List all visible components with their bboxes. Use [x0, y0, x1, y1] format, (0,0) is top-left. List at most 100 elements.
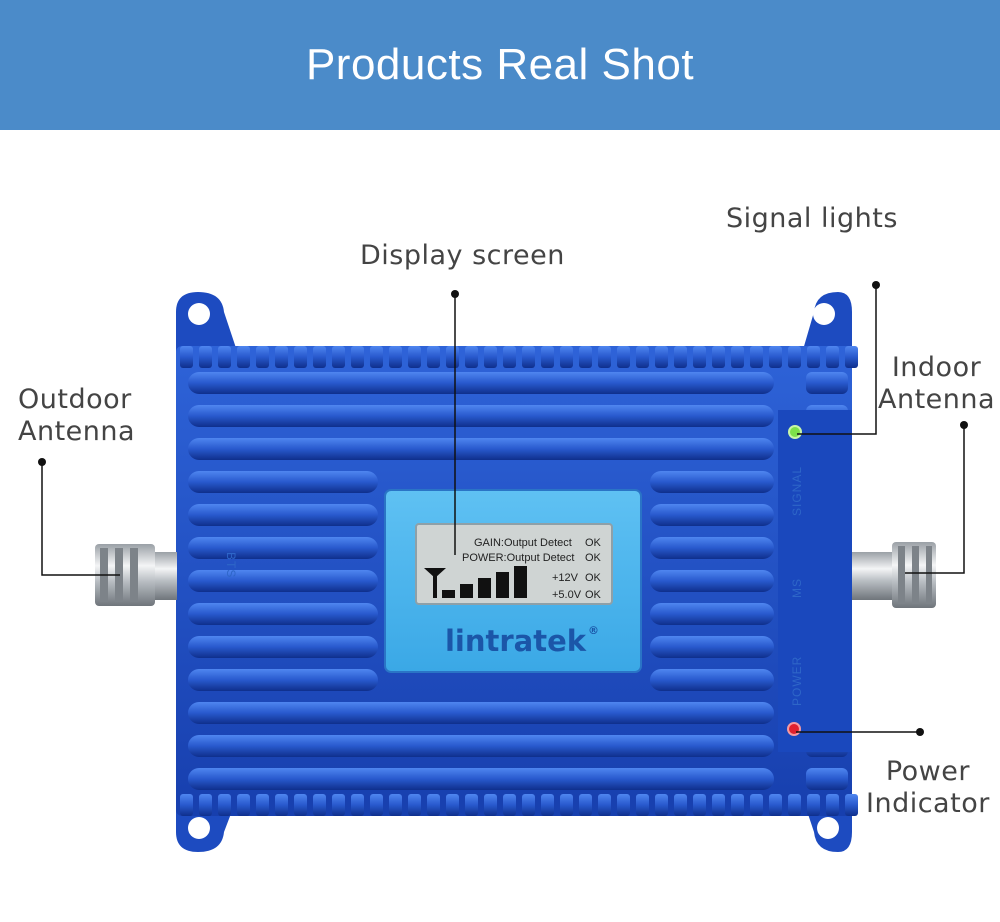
heatsink-tooth: [617, 794, 630, 816]
panel-label-bts: BTS: [224, 552, 238, 579]
heatsink-fin: [806, 372, 848, 394]
lcd-12v-status: OK: [585, 572, 601, 584]
heatsink-tooth: [446, 794, 459, 816]
heatsink-fin: [650, 603, 774, 625]
heatsink-tooth: [256, 346, 269, 368]
heatsink-fin: [650, 537, 774, 559]
heatsink-fin: [188, 438, 774, 460]
lcd-power-status: OK: [585, 552, 601, 564]
heatsink-tooth: [332, 794, 345, 816]
panel-label-signal: SIGNAL: [790, 465, 804, 516]
heatsink-tooth: [408, 794, 421, 816]
title-banner: Products Real Shot: [0, 0, 1000, 130]
heatsink-tooth: [427, 346, 440, 368]
panel-label-ms: MS: [790, 578, 804, 598]
signal-bar: [460, 584, 473, 598]
heatsink-tooth: [503, 794, 516, 816]
heatsink-tooth: [807, 794, 820, 816]
heatsink-tooth: [180, 794, 193, 816]
heatsink-fin: [188, 405, 774, 427]
heatsink-tooth: [256, 794, 269, 816]
lcd-power-label: POWER:Output Detect: [462, 552, 575, 564]
heatsink-tooth: [446, 346, 459, 368]
indicator-panel: [778, 410, 852, 752]
heatsink-fin: [188, 504, 378, 526]
panel-label-power: POWER: [790, 655, 804, 706]
heatsink-fin: [650, 570, 774, 592]
antenna-icon: [424, 568, 446, 598]
indoor-antenna-label-line2: Antenna: [878, 384, 996, 415]
heatsink-tooth: [313, 346, 326, 368]
outdoor-antenna-label-line1: Outdoor: [18, 384, 132, 415]
indoor-antenna-connector: [852, 542, 936, 608]
heatsink-tooth: [351, 794, 364, 816]
heatsink-tooth: [807, 346, 820, 368]
outdoor-antenna-label-line2: Antenna: [18, 416, 136, 447]
heatsink-tooth: [313, 794, 326, 816]
heatsink-fin: [188, 471, 378, 493]
display-screen-label: Display screen: [360, 240, 565, 271]
heatsink-fin: [188, 537, 378, 559]
heatsink-tooth: [218, 794, 231, 816]
heatsink-tooth: [541, 794, 554, 816]
power-indicator-label-line2: Indicator: [866, 788, 990, 819]
heatsink-tooth: [636, 794, 649, 816]
heatsink-tooth: [731, 346, 744, 368]
heatsink-fin: [188, 603, 378, 625]
heatsink-tooth: [826, 794, 839, 816]
lcd-12v-label: +12V: [552, 572, 578, 584]
heatsink-tooth: [465, 346, 478, 368]
heatsink-tooth: [541, 346, 554, 368]
heatsink-fin: [650, 669, 774, 691]
heatsink-tooth: [370, 346, 383, 368]
brand-name: lintratek: [444, 624, 587, 658]
heatsink-tooth: [598, 794, 611, 816]
heatsink-teeth: [180, 346, 858, 816]
heatsink-fin: [188, 768, 774, 790]
lcd-gain-status: OK: [585, 537, 601, 549]
signal-bar: [496, 572, 509, 598]
heatsink-tooth: [788, 794, 801, 816]
heatsink-tooth: [598, 346, 611, 368]
heatsink-tooth: [237, 346, 250, 368]
heatsink-fin: [650, 471, 774, 493]
heatsink-tooth: [560, 794, 573, 816]
signal-bar: [478, 578, 491, 598]
heatsink-fin: [188, 636, 378, 658]
heatsink-tooth: [750, 346, 763, 368]
heatsink-tooth: [712, 794, 725, 816]
heatsink-tooth: [560, 346, 573, 368]
heatsink-fin: [650, 504, 774, 526]
heatsink-tooth: [237, 794, 250, 816]
signal-lights-label: Signal lights: [726, 203, 898, 234]
heatsink-fin: [188, 570, 378, 592]
heatsink-tooth: [503, 346, 516, 368]
signal-bar: [514, 566, 527, 598]
brand-logo: lintratek®: [441, 624, 603, 658]
heatsink-tooth: [484, 794, 497, 816]
power-indicator-label-line1: Power: [885, 756, 970, 787]
heatsink-tooth: [389, 346, 402, 368]
heatsink-tooth: [617, 346, 630, 368]
heatsink-tooth: [199, 794, 212, 816]
power-led: [787, 722, 801, 736]
power-indicator-label: Power Indicator: [866, 756, 990, 820]
heatsink-fin: [188, 372, 774, 394]
heatsink-tooth: [693, 346, 706, 368]
heatsink-tooth: [199, 346, 212, 368]
heatsink-tooth: [332, 346, 345, 368]
heatsink-tooth: [408, 346, 421, 368]
signal-led: [788, 425, 802, 439]
banner-title: Products Real Shot: [305, 40, 695, 89]
heatsink-tooth: [370, 794, 383, 816]
heatsink-tooth: [769, 794, 782, 816]
heatsink-tooth: [674, 346, 687, 368]
heatsink-tooth: [579, 346, 592, 368]
outdoor-antenna-label: Outdoor Antenna: [18, 384, 135, 448]
heatsink-tooth: [674, 794, 687, 816]
indoor-antenna-label: Indoor Antenna: [878, 352, 995, 416]
heatsink-tooth: [522, 794, 535, 816]
heatsink-tooth: [484, 346, 497, 368]
heatsink-tooth: [750, 794, 763, 816]
